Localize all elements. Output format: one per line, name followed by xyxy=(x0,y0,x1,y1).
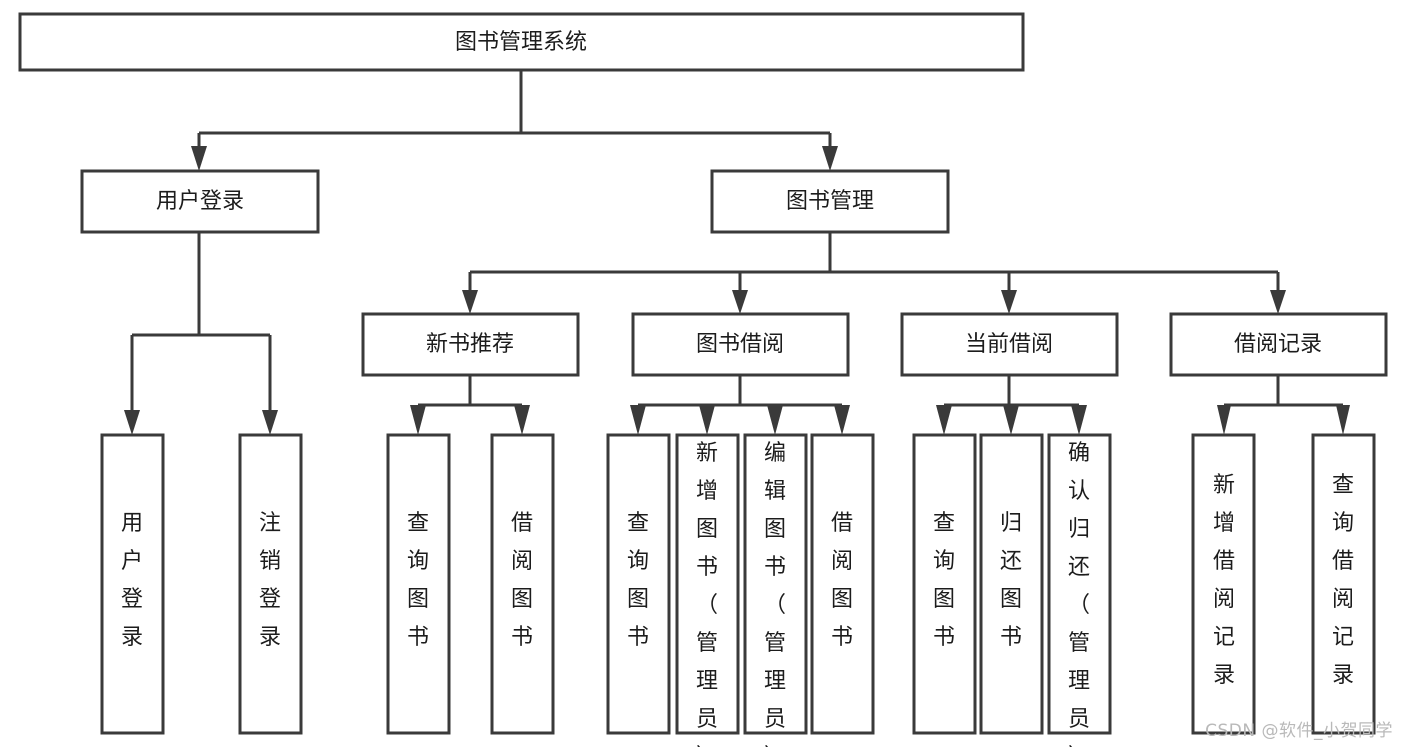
node-leaf-query-book-1-box[interactable] xyxy=(386,433,451,735)
connector-group-borrow-record xyxy=(1217,375,1350,435)
node-leaf-query-record-label: 查询借阅记录 xyxy=(1332,473,1354,688)
node-leaf-add-book-box[interactable] xyxy=(675,433,740,735)
node-leaf-borrow-book-1-label: 借阅图书 xyxy=(511,511,533,650)
arrow-head-new-book-rec xyxy=(462,290,478,314)
arrow-head-confirm-return xyxy=(1071,405,1087,435)
node-current-borrow[interactable]: 当前借阅 xyxy=(900,312,1119,377)
connector-group-new-book-rec xyxy=(410,375,530,435)
node-leaf-add-record-label: 新增借阅记录 xyxy=(1213,473,1235,688)
node-leaf-edit-book[interactable]: 编辑图书（管理员） xyxy=(743,433,808,747)
node-new-book-rec-label: 新书推荐 xyxy=(426,332,514,357)
node-leaf-add-record-box[interactable] xyxy=(1191,433,1256,735)
node-leaf-query-record-box[interactable] xyxy=(1311,433,1376,735)
arrow-head-query-book-1 xyxy=(410,405,426,435)
node-leaf-query-book-2-box[interactable] xyxy=(606,433,671,735)
node-leaf-edit-book-box[interactable] xyxy=(743,433,808,735)
arrow-head-leaf-logout xyxy=(262,410,278,435)
arrow-head-borrow-record xyxy=(1270,290,1286,314)
node-leaf-return-book[interactable]: 归还图书 xyxy=(979,433,1044,735)
node-leaf-confirm-return-label: 确认归还（管理员） xyxy=(1068,441,1090,747)
node-user-login-box[interactable] xyxy=(80,169,320,234)
node-leaf-borrow-book-1-box[interactable] xyxy=(490,433,555,735)
node-book-borrow[interactable]: 图书借阅 xyxy=(631,312,850,377)
node-current-borrow-box[interactable] xyxy=(900,312,1119,377)
arrow-head-user-login xyxy=(191,146,207,171)
node-book-borrow-label: 图书借阅 xyxy=(696,332,784,357)
node-leaf-query-book-2[interactable]: 查询图书 xyxy=(606,433,671,735)
node-new-book-rec-box[interactable] xyxy=(361,312,580,377)
node-leaf-borrow-book-2[interactable]: 借阅图书 xyxy=(810,433,875,735)
arrow-head-book-borrow xyxy=(732,290,748,314)
node-leaf-edit-book-label: 编辑图书（管理员） xyxy=(764,441,786,747)
node-new-book-rec[interactable]: 新书推荐 xyxy=(361,312,580,377)
arrow-head-add-record xyxy=(1217,405,1231,435)
arrow-head-borrow-book-2 xyxy=(834,405,850,435)
arrow-head-current-borrow xyxy=(1001,290,1017,314)
arrow-head-add-book xyxy=(699,405,715,435)
connector-group-user-login xyxy=(124,232,278,435)
node-borrow-record-label: 借阅记录 xyxy=(1234,332,1322,357)
node-leaf-query-book-1-label: 查询图书 xyxy=(407,511,429,650)
node-leaf-borrow-book-1[interactable]: 借阅图书 xyxy=(490,433,555,735)
connector-group-current-borrow xyxy=(936,375,1087,435)
node-book-manage[interactable]: 图书管理 xyxy=(710,169,950,234)
node-current-borrow-label: 当前借阅 xyxy=(965,332,1053,357)
node-borrow-record[interactable]: 借阅记录 xyxy=(1169,312,1388,377)
node-leaf-logout-box[interactable] xyxy=(238,433,303,735)
arrow-head-query-record xyxy=(1336,405,1350,435)
arrow-head-borrow-book-1 xyxy=(514,405,530,435)
node-leaf-confirm-return-box[interactable] xyxy=(1047,433,1112,735)
node-leaf-query-book-3-label: 查询图书 xyxy=(933,511,955,650)
node-leaf-logout-label: 注销登录 xyxy=(259,511,281,650)
node-leaf-borrow-book-2-box[interactable] xyxy=(810,433,875,735)
node-leaf-add-record[interactable]: 新增借阅记录 xyxy=(1191,433,1256,735)
node-user-login[interactable]: 用户登录 xyxy=(80,169,320,234)
node-leaf-query-book-2-label: 查询图书 xyxy=(627,511,649,650)
node-leaf-query-book-1[interactable]: 查询图书 xyxy=(386,433,451,735)
node-leaf-return-book-label: 归还图书 xyxy=(1000,511,1022,650)
node-leaf-query-book-3[interactable]: 查询图书 xyxy=(912,433,977,735)
node-leaf-confirm-return[interactable]: 确认归还（管理员） xyxy=(1047,433,1112,747)
node-root-label: 图书管理系统 xyxy=(455,30,587,55)
node-leaf-user-login-box[interactable] xyxy=(100,433,165,735)
node-root-box[interactable] xyxy=(18,12,1025,72)
arrow-head-query-book-2 xyxy=(630,405,646,435)
node-book-borrow-box[interactable] xyxy=(631,312,850,377)
arrow-head-edit-book xyxy=(767,405,783,435)
node-leaf-borrow-book-2-label: 借阅图书 xyxy=(831,511,853,650)
connector-group-book-borrow xyxy=(630,375,850,435)
connector-group-book-manage xyxy=(462,232,1286,314)
node-leaf-user-login[interactable]: 用户登录 xyxy=(100,433,165,735)
node-leaf-logout[interactable]: 注销登录 xyxy=(238,433,303,735)
node-leaf-add-book-label: 新增图书（管理员） xyxy=(696,441,718,747)
node-leaf-query-book-3-box[interactable] xyxy=(912,433,977,735)
arrow-head-query-book-3 xyxy=(936,405,952,435)
node-leaf-return-book-box[interactable] xyxy=(979,433,1044,735)
node-root[interactable]: 图书管理系统 xyxy=(18,12,1025,72)
connector-group-root xyxy=(191,70,838,171)
node-leaf-query-record[interactable]: 查询借阅记录 xyxy=(1311,433,1376,735)
arrow-head-return-book xyxy=(1003,405,1019,435)
arrow-head-book-manage xyxy=(822,146,838,171)
node-user-login-label: 用户登录 xyxy=(156,189,244,214)
node-book-manage-box[interactable] xyxy=(710,169,950,234)
node-leaf-user-login-label: 用户登录 xyxy=(121,511,143,650)
node-book-manage-label: 图书管理 xyxy=(786,189,874,214)
node-borrow-record-box[interactable] xyxy=(1169,312,1388,377)
node-leaf-add-book[interactable]: 新增图书（管理员） xyxy=(675,433,740,747)
arrow-head-leaf-user-login xyxy=(124,410,140,435)
